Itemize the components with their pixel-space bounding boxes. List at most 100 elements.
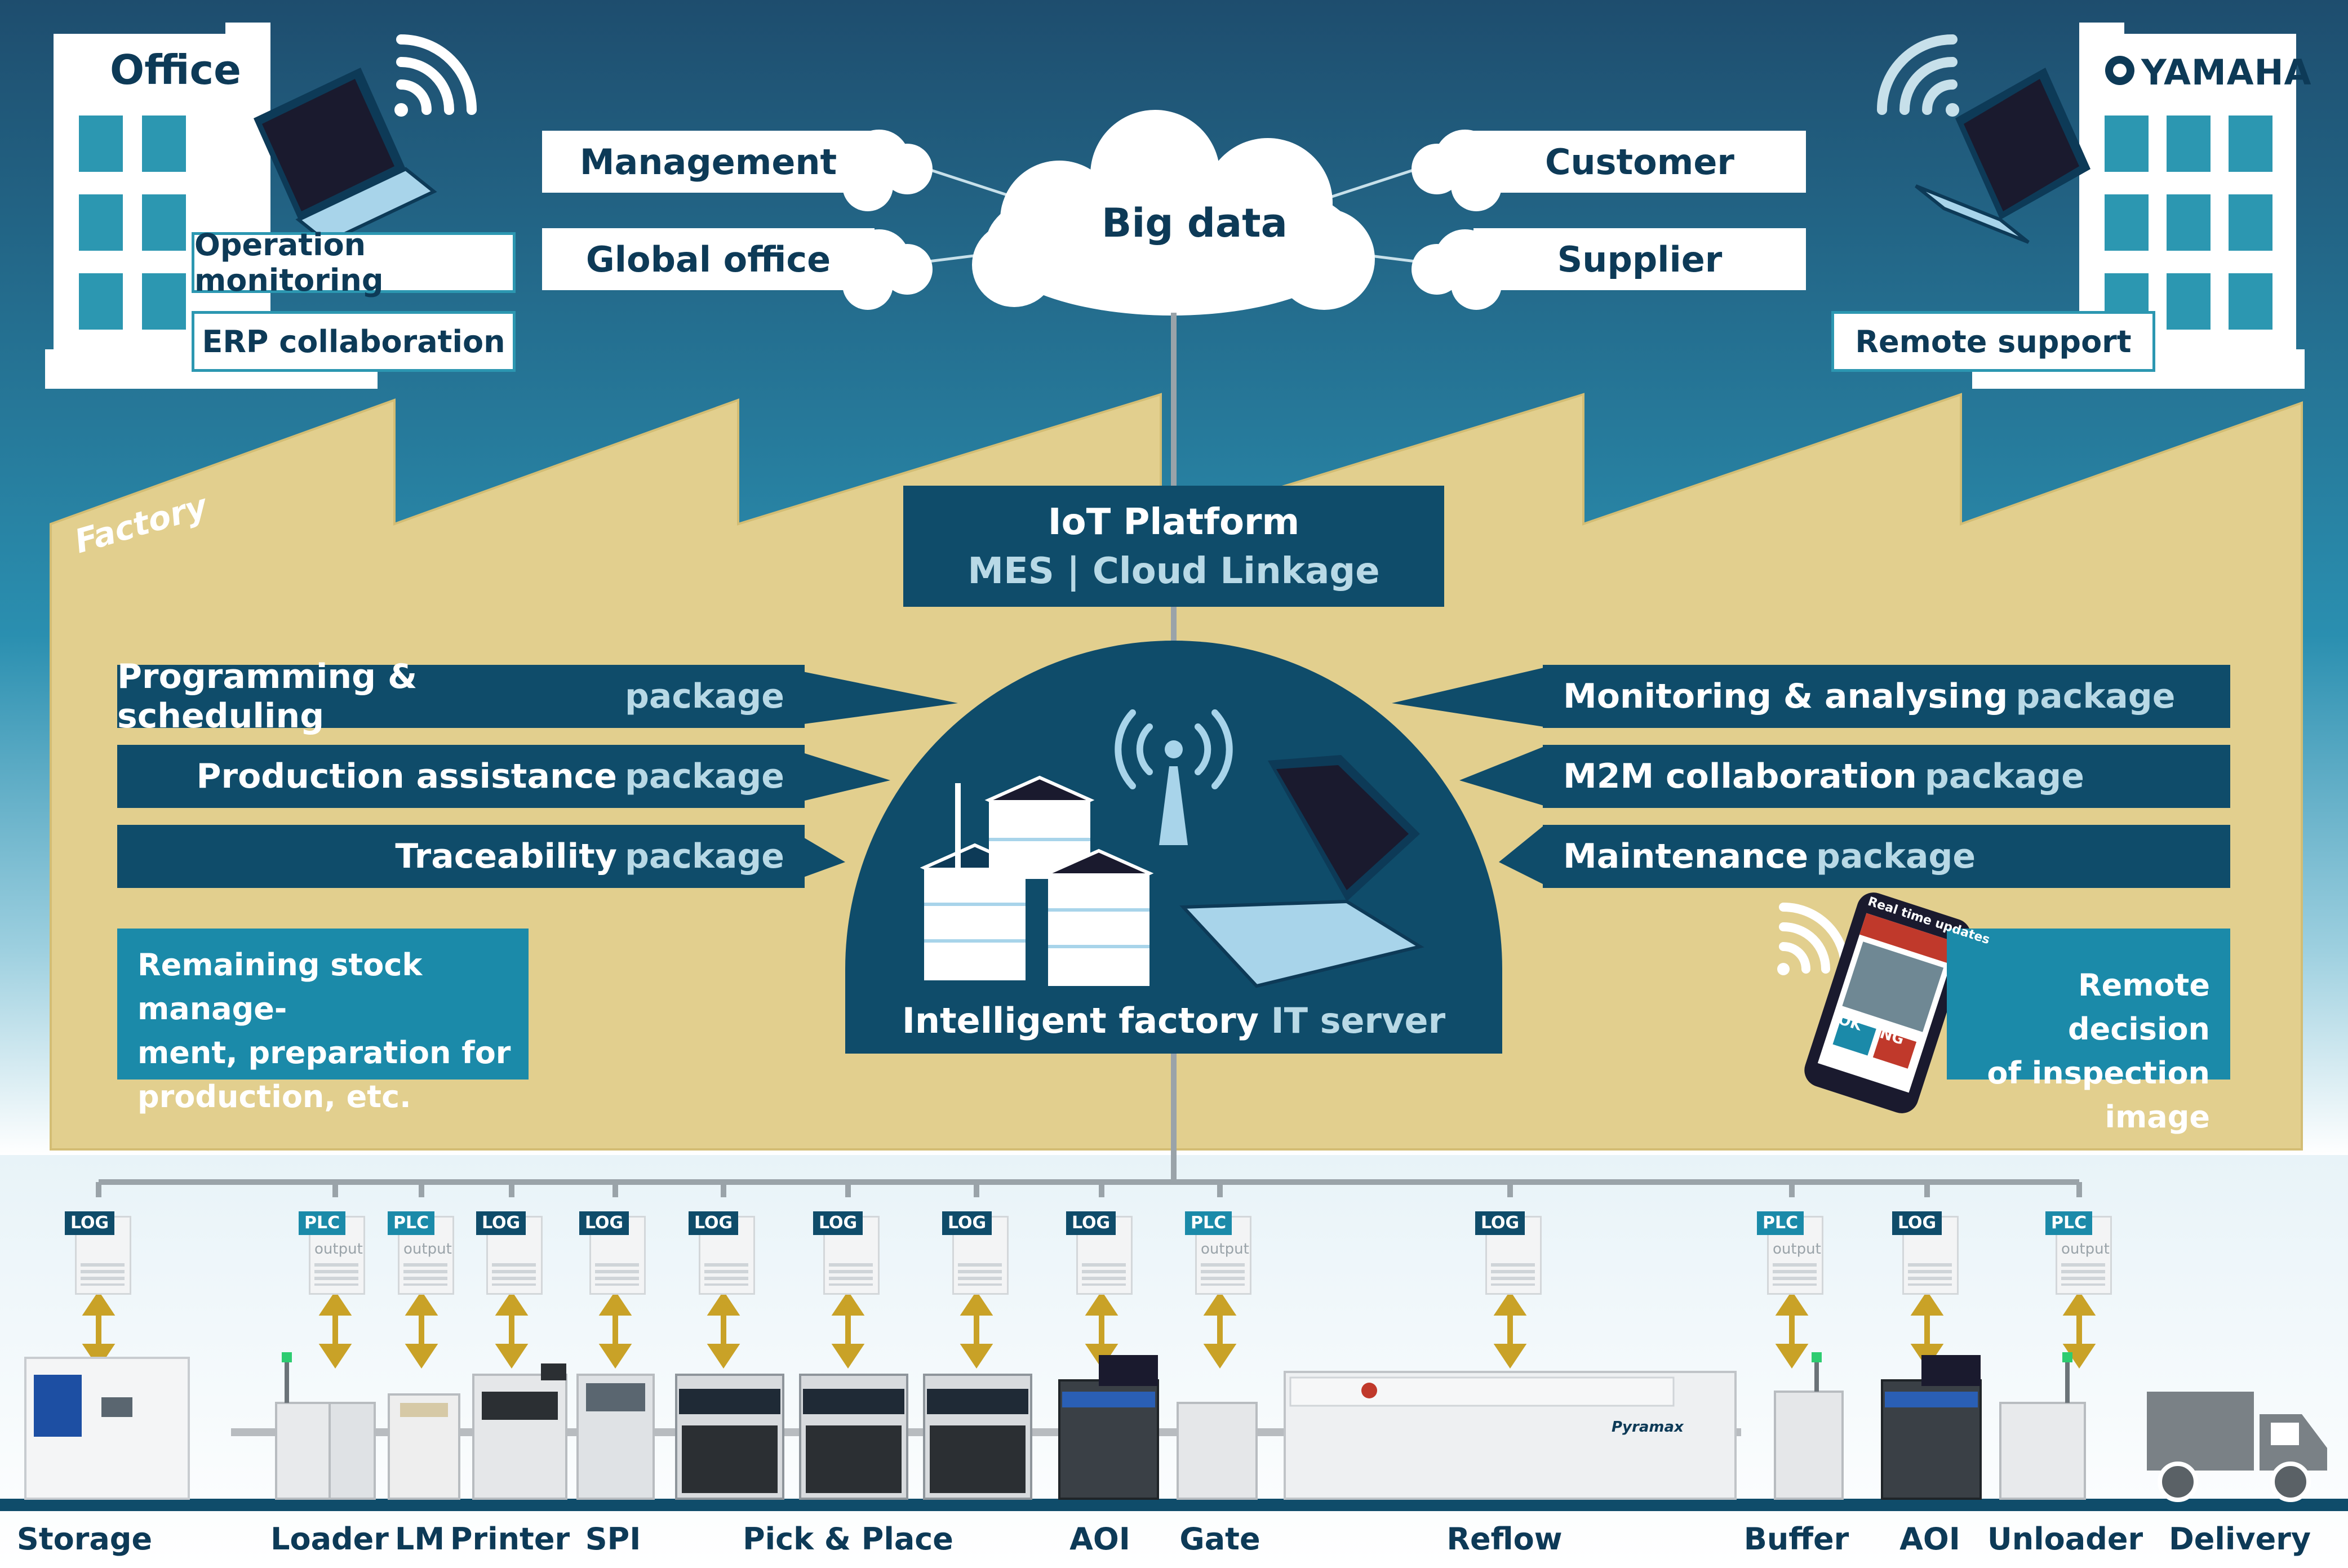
plc-tag: PLC — [1757, 1211, 1804, 1235]
log-document-icon: LOG — [65, 1211, 131, 1296]
log-tag: LOG — [476, 1211, 526, 1235]
plc-output-document-icon: PLC output — [2045, 1211, 2112, 1296]
output-label: output — [1773, 1241, 1821, 1258]
supplier-label: Supplier — [1557, 238, 1723, 280]
log-tag: LOG — [579, 1211, 629, 1235]
document-lines — [403, 1263, 447, 1286]
operation-monitoring-box: Operation monitoring — [192, 227, 516, 298]
document-lines — [958, 1263, 1002, 1286]
aoi-machine — [1058, 1355, 1159, 1500]
plc-output-document-icon: PLC output — [1757, 1211, 1823, 1296]
stock-management-box: Remaining stock manage- ment, preparatio… — [117, 929, 529, 1114]
log-document-icon: LOG — [1066, 1211, 1133, 1296]
output-label: output — [314, 1241, 363, 1258]
document-lines — [595, 1263, 639, 1286]
log-document-icon: LOG — [813, 1211, 880, 1296]
programming-scheduling-main: Programming & scheduling — [117, 657, 418, 736]
output-label: output — [2061, 1241, 2110, 1258]
document-lines — [314, 1263, 358, 1286]
remote-line-2: of inspection image — [1987, 1055, 2210, 1135]
stock-line-2: ment, preparation for — [137, 1035, 511, 1070]
operation-monitoring-label: Operation monitoring — [194, 227, 384, 298]
office-title: Office — [110, 46, 242, 94]
m2m-collaboration-main: M2M collaboration — [1563, 757, 1917, 796]
stock-line-3: production, etc. — [137, 1079, 411, 1114]
server-label-main: Intelligent factory — [902, 1000, 1259, 1041]
document-lines — [704, 1263, 748, 1286]
station-label: AOI — [1899, 1521, 1960, 1557]
iot-platform-title: IoT Platform — [1047, 501, 1300, 543]
programming-scheduling-suffix: package — [624, 677, 784, 716]
iot-platform-subtitle: MES | Cloud Linkage — [967, 550, 1380, 592]
station-label: Loader — [270, 1521, 389, 1557]
document-lines — [1908, 1263, 1952, 1286]
management-banner: Management — [542, 131, 875, 193]
stock-line-1: Remaining stock manage- — [137, 947, 423, 1027]
lm-machine — [388, 1393, 460, 1500]
document-lines — [1491, 1263, 1535, 1286]
document-lines — [829, 1263, 873, 1286]
monitoring-analysing-suffix: package — [2016, 677, 2176, 716]
plc-tag: PLC — [388, 1211, 435, 1235]
customer-banner: Customer — [1473, 131, 1806, 193]
yamaha-laptop-icon — [1915, 68, 2090, 244]
log-tag: LOG — [1066, 1211, 1116, 1235]
station-label: Delivery — [2168, 1521, 2311, 1557]
printer-machine — [472, 1363, 567, 1500]
customer-label: Customer — [1544, 141, 1734, 183]
gate-machine — [1177, 1402, 1258, 1500]
spi-machine — [576, 1374, 655, 1500]
log-document-icon: LOG — [476, 1211, 543, 1296]
document-lines — [2061, 1263, 2105, 1286]
server-label-suffix: IT server — [1271, 1000, 1446, 1041]
global-office-label: Global office — [585, 238, 831, 280]
server-laptop-icon — [1179, 755, 1424, 988]
station-label: Unloader — [1987, 1521, 2143, 1557]
log-document-icon: LOG — [1475, 1211, 1542, 1296]
remote-decision-box: Remote decision of inspection image — [1947, 929, 2230, 1135]
station-label: SPI — [585, 1521, 641, 1557]
remote-line-1: Remote decision — [2068, 967, 2210, 1047]
server-label: Intelligent factory IT server — [845, 1000, 1502, 1041]
plc-tag: PLC — [2045, 1211, 2093, 1235]
management-label: Management — [579, 141, 837, 183]
station-label: Printer — [450, 1521, 570, 1557]
log-document-icon: LOG — [579, 1211, 646, 1296]
yamaha-brand: YAMAHA — [2141, 52, 2312, 93]
maintenance-main: Maintenance — [1563, 837, 1809, 876]
output-label: output — [403, 1241, 452, 1258]
antenna-icon — [1115, 709, 1233, 845]
log-document-icon: LOG — [942, 1211, 1009, 1296]
traceability-main: Traceability — [395, 837, 617, 876]
maintenance-suffix: package — [1816, 837, 1976, 876]
production-assistance-suffix: package — [624, 757, 784, 796]
big-data-label: Big data — [1102, 200, 1288, 246]
production-assistance-main: Production assistance — [196, 757, 617, 796]
monitoring-analysing-main: Monitoring & analysing — [1563, 677, 2008, 716]
erp-collaboration-box: ERP collaboration — [192, 311, 516, 372]
log-tag: LOG — [65, 1211, 115, 1235]
remote-support-label: Remote support — [1855, 323, 2132, 359]
log-tag: LOG — [1892, 1211, 1942, 1235]
log-tag: LOG — [813, 1211, 863, 1235]
office-wifi-icon — [394, 34, 477, 117]
conveyor-floor — [0, 1499, 2348, 1511]
reflow-brand: Pyramax — [1612, 1419, 1684, 1436]
remote-support-box: Remote support — [1831, 311, 2155, 372]
programming-scheduling-package: Programming & scheduling package — [117, 657, 805, 736]
traceability-suffix: package — [624, 837, 784, 876]
station-label: Reflow — [1446, 1521, 1563, 1557]
document-lines — [1201, 1263, 1245, 1286]
yamaha-wifi-icon — [1877, 34, 1959, 117]
station-label: Pick & Place — [743, 1521, 953, 1557]
supplier-banner: Supplier — [1473, 228, 1806, 290]
office-laptop-icon — [254, 68, 437, 245]
station-label: Gate — [1179, 1521, 1260, 1557]
